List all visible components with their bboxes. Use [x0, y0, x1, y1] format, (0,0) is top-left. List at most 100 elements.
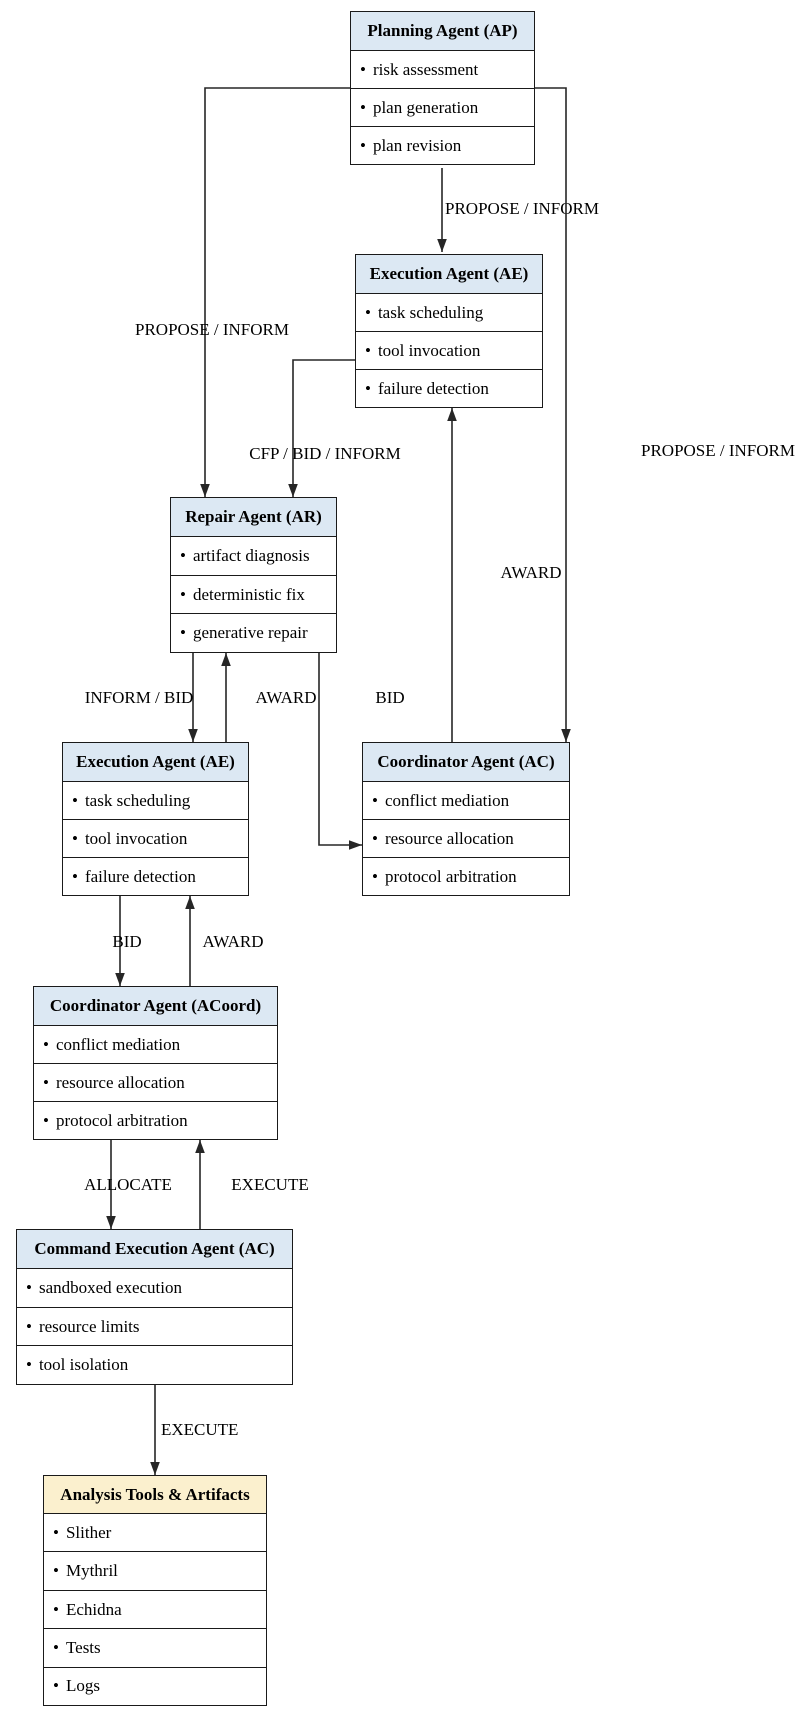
- node-item: • plan revision: [351, 126, 534, 164]
- node-item-label: conflict mediation: [55, 1034, 181, 1054]
- node-item-label: failure detection: [377, 378, 489, 398]
- node-item-label: Mythril: [65, 1561, 118, 1581]
- bullet-icon: •: [180, 584, 186, 604]
- bullet-icon: •: [26, 1277, 32, 1297]
- node-body: •artifact diagnosis • deterministic fix • ge…: [171, 537, 336, 652]
- edge-arrowhead: [221, 653, 231, 666]
- node-body: •task scheduling•tool invocation•failure…: [356, 294, 542, 407]
- node-title: Repair Agent (AR): [171, 498, 336, 537]
- command-to-acoord-edge: EXECUTE: [195, 1140, 309, 1229]
- node-item: •conflict mediation: [363, 782, 569, 819]
- node-title: Coordinator Agent (AC): [363, 743, 569, 782]
- command-execution-agent-node: Command Execution Agent (AC) • sandboxed e…: [16, 1229, 293, 1385]
- node-body: •conflict mediation• resource allocation •…: [363, 782, 569, 895]
- edge-label: AWARD: [501, 563, 562, 582]
- bullet-icon: •: [43, 1072, 49, 1092]
- edge-label: INFORM / BID: [85, 688, 194, 707]
- command-to-analysis-edge: EXECUTE: [150, 1385, 238, 1475]
- node-item: •failure detection: [63, 857, 248, 895]
- edge-arrowhead: [561, 729, 571, 742]
- edge-arrowhead: [349, 840, 362, 850]
- node-item: •Logs: [44, 1666, 266, 1705]
- node-item: •tool invocation: [63, 819, 248, 857]
- node-item: • protocol arbitration: [34, 1101, 277, 1139]
- acoord-to-command-edge: ALLOCATE: [84, 1140, 172, 1229]
- edge-label: PROPOSE / INFORM: [445, 199, 599, 218]
- analysis-tools-artifacts-node: Analysis Tools & Artifacts•Slither•Mythr…: [43, 1475, 267, 1706]
- execution-mid-to-repair-edge: AWARD: [221, 653, 316, 742]
- bullet-icon: •: [26, 1355, 32, 1375]
- node-item: • sandboxed execution: [17, 1269, 292, 1307]
- node-title: Coordinator Agent (ACoord): [34, 987, 277, 1026]
- node-item-label: resource allocation: [384, 828, 514, 848]
- edge-label: PROPOSE / INFORM: [135, 320, 289, 339]
- edge-label: AWARD: [203, 932, 264, 951]
- node-item: •protocol arbitration: [363, 857, 569, 895]
- node-item: • risk assessment: [351, 51, 534, 88]
- node-item: •Echidna: [44, 1589, 266, 1628]
- node-item: •artifact diagnosis: [171, 537, 336, 575]
- edge-line: [535, 87, 567, 742]
- acoord-to-execution-mid-edge: AWARD: [185, 896, 263, 986]
- node-item-label: tool invocation: [377, 340, 481, 360]
- node-item-label: deterministic fix: [192, 584, 305, 604]
- node-item-label: task scheduling: [84, 790, 191, 810]
- bullet-icon: •: [180, 623, 186, 643]
- node-title: Execution Agent (AE): [63, 743, 248, 782]
- edge-line: [292, 359, 355, 497]
- bullet-icon: •: [372, 790, 378, 810]
- node-item-label: sandboxed execution: [38, 1277, 182, 1297]
- node-item: • generative repair: [171, 613, 336, 652]
- node-item: • Mythril: [44, 1551, 266, 1589]
- node-item-label: tool isolation: [38, 1355, 129, 1375]
- node-title: Planning Agent (AP): [351, 12, 534, 51]
- bullet-icon: •: [53, 1561, 59, 1581]
- execution-agent-top-node: Execution Agent (AE)•task scheduling•too…: [355, 254, 543, 408]
- node-item-label: task scheduling: [377, 302, 484, 322]
- bullet-icon: •: [43, 1110, 49, 1130]
- node-item-label: plan revision: [372, 135, 462, 155]
- node-item-label: plan generation: [372, 97, 479, 117]
- coordinator-agent-acoord-node: Coordinator Agent (ACoord) • conflict medi…: [33, 986, 278, 1140]
- edge-arrowhead: [437, 239, 447, 252]
- bullet-icon: •: [360, 59, 366, 79]
- edge-label: EXECUTE: [161, 1420, 238, 1439]
- node-item: •failure detection: [356, 369, 542, 407]
- bullet-icon: •: [53, 1522, 59, 1542]
- node-body: •Slither•Mythril•Echidna•Tests•Logs: [44, 1514, 266, 1705]
- repair-to-execution-mid-edge: INFORM / BID: [85, 653, 198, 742]
- node-item-label: protocol arbitration: [384, 866, 517, 886]
- bullet-icon: •: [360, 135, 366, 155]
- execution-top-to-repair-edge: CFP / BID / INFORM: [249, 359, 401, 497]
- node-item-label: risk assessment: [372, 59, 479, 79]
- bullet-icon: •: [72, 866, 78, 886]
- edge-label: EXECUTE: [231, 1175, 308, 1194]
- node-title: Command Execution Agent (AC): [17, 1230, 292, 1269]
- planning-to-coordinator-ac-edge: PROPOSE / INFORM: [535, 87, 795, 742]
- node-item: •Slither: [44, 1514, 266, 1551]
- node-item-label: resource allocation: [55, 1072, 185, 1092]
- edge-label: BID: [112, 932, 141, 951]
- node-item-label: Echidna: [65, 1599, 122, 1619]
- node-item-label: protocol arbitration: [55, 1110, 188, 1130]
- edge-arrowhead: [115, 973, 125, 986]
- edge-arrowhead: [200, 484, 210, 497]
- edge-line: [318, 653, 362, 846]
- edge-arrowhead: [106, 1216, 116, 1229]
- bullet-icon: •: [365, 340, 371, 360]
- execution-mid-to-acoord-edge: BID: [112, 896, 142, 986]
- execution-agent-mid-node: Execution Agent (AE) • task scheduling •too…: [62, 742, 249, 896]
- edge-arrowhead: [188, 729, 198, 742]
- planning-to-repair-edge: PROPOSE / INFORM: [135, 87, 350, 497]
- node-title: Execution Agent (AE): [356, 255, 542, 294]
- edge-arrowhead: [185, 896, 195, 909]
- edge-label: ALLOCATE: [84, 1175, 172, 1194]
- node-body: •risk assessment•plan generation•plan re…: [351, 51, 534, 164]
- node-item-label: generative repair: [192, 623, 308, 643]
- bullet-icon: •: [72, 828, 78, 848]
- node-item-label: Tests: [65, 1637, 101, 1657]
- coordinator-agent-ac-node: Coordinator Agent (AC)•conflict mediatio…: [362, 742, 570, 896]
- bullet-icon: •: [53, 1676, 59, 1696]
- edge-label: BID: [375, 688, 404, 707]
